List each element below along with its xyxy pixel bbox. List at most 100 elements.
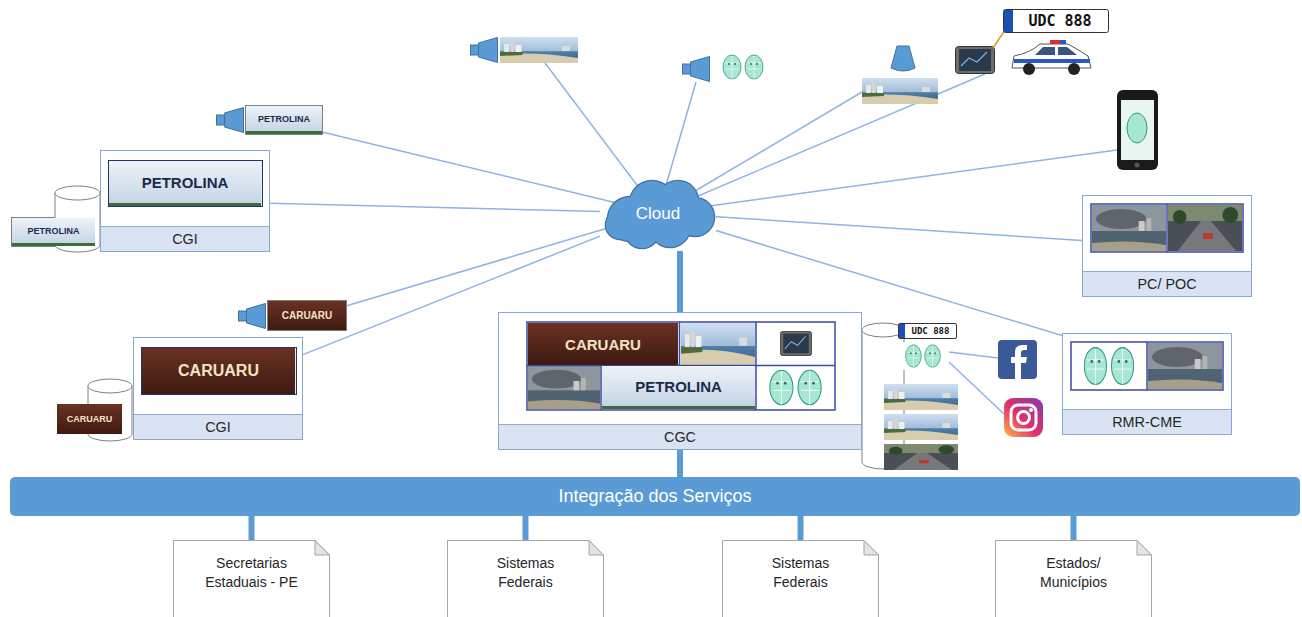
police-car (1014, 59, 1090, 63)
document-outline (448, 541, 604, 617)
sign-text: CARUARU (67, 414, 113, 424)
network-link (716, 217, 1082, 241)
license-plate (1004, 10, 1013, 32)
sign-text: PETROLINA (27, 226, 79, 236)
network-link (677, 251, 683, 312)
license-plate (899, 324, 957, 339)
photo-sign: PETROLINA (109, 161, 261, 206)
video-wall (1168, 205, 1242, 251)
document-label: Estados/ Municípios (1018, 554, 1130, 592)
camera-photo (500, 37, 938, 104)
sign-text: CARUARU (178, 362, 259, 380)
license-plate (1004, 10, 1109, 33)
police-car (1023, 63, 1035, 75)
archive-photo (897, 342, 949, 370)
police-car (1012, 44, 1091, 68)
device-wire (322, 132, 658, 213)
sign-text: PETROLINA (258, 114, 310, 124)
archive-photo (884, 384, 958, 410)
cloud-fill (606, 211, 634, 239)
video-wall (1148, 343, 1222, 389)
photo-sign: CARUARU (142, 348, 295, 394)
video-wall (780, 331, 811, 355)
archive-photo (884, 444, 958, 470)
police-car (1060, 40, 1066, 44)
camera-icon (683, 57, 710, 82)
network-link (270, 203, 600, 211)
document-shape: Sistemas Federais (447, 540, 604, 617)
license-plate-text: UDC 888 (1014, 11, 1106, 31)
device-wire (658, 74, 985, 213)
photo-sign: PETROLINA (602, 366, 755, 409)
center-label: CGC (499, 424, 861, 449)
video-wall (681, 323, 755, 365)
center-label: RMR-CME (1063, 409, 1231, 434)
video-wall (1166, 204, 1168, 252)
video-wall (109, 161, 263, 207)
police-car (1050, 40, 1060, 44)
document-outline (996, 541, 1152, 617)
video-wall (1071, 204, 1243, 390)
photo-sign: PETROLINA (246, 106, 322, 134)
center-label: PC/ POC (1083, 271, 1251, 296)
document-fold (864, 541, 879, 556)
video-wall (757, 323, 834, 365)
network-link (798, 516, 804, 540)
document-outline (174, 541, 330, 617)
network-link (249, 516, 255, 540)
police-car (1068, 63, 1080, 75)
instagram-icon (1018, 412, 1030, 424)
center-box: RMR-CME (1062, 333, 1232, 435)
instagram-icon (1004, 398, 1043, 437)
camera-icon (471, 38, 498, 63)
social-wire (949, 362, 1004, 414)
storage-cylinder (55, 186, 904, 469)
plate-wire (993, 30, 1005, 48)
social-wire (949, 352, 1004, 414)
video-wall (1146, 342, 1148, 390)
center-box: PC/ POC (1082, 195, 1252, 297)
video-wall (527, 322, 835, 410)
sign-text: UDC 888 (1028, 12, 1091, 30)
photo-sign: CARUARU (268, 301, 346, 330)
device-wire (658, 150, 1117, 213)
phone-icon (1127, 113, 1147, 143)
sign-text: PETROLINA (635, 378, 722, 395)
video-wall (1091, 204, 1243, 252)
cloud-label: Cloud (636, 204, 680, 224)
camera-photo (713, 52, 773, 82)
camera-photo (500, 37, 578, 63)
storage-cylinder (55, 186, 100, 200)
document-label: Secretarias Estaduais - PE (196, 554, 308, 592)
video-wall (109, 161, 297, 395)
instagram-icon (1029, 408, 1033, 412)
license-plate-text: UDC 888 (906, 324, 955, 338)
document-shape: Sistemas Federais (722, 540, 879, 617)
integration-band: Integração dos Serviços (10, 477, 1300, 516)
video-wall (527, 322, 835, 410)
sign-text: CARUARU (565, 336, 641, 353)
photo-sign: PETROLINA (12, 218, 95, 246)
video-wall (142, 348, 297, 395)
social-wire (949, 352, 998, 358)
thumbnail-frame (246, 106, 323, 135)
document-shape: Estados/ Municípios (995, 540, 1152, 617)
phone-icon (1121, 100, 1154, 160)
instagram-icon (1011, 405, 1036, 430)
cloud-shape: Cloud (600, 175, 716, 251)
storage-cylinder (862, 323, 904, 337)
photo-sign: CARUARU (57, 404, 122, 434)
facebook-icon (1011, 345, 1027, 379)
document-label: Sistemas Federais (745, 554, 857, 592)
video-wall (1072, 343, 1146, 389)
tablet-icon (956, 47, 995, 74)
video-wall (527, 322, 835, 410)
phone-icon (1117, 90, 1158, 170)
device-wire (322, 63, 1117, 306)
facebook-icon (998, 340, 1037, 379)
document-label: Sistemas Federais (470, 554, 582, 592)
network-link (1071, 516, 1077, 540)
phone-icon (1117, 90, 1158, 170)
